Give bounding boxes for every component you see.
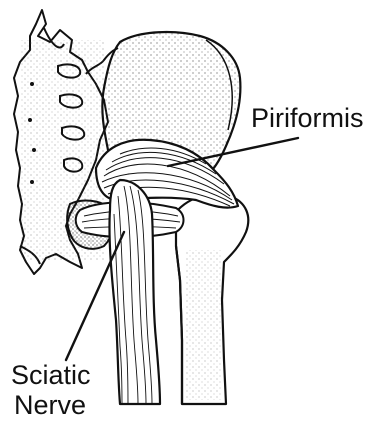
sciatic-nerve-label-line2: Nerve [14,390,86,420]
femur-shading [186,250,222,400]
sciatic-nerve [109,180,160,404]
sciatic-nerve-label-line1: Sciatic [11,360,91,390]
piriformis-label: Piriformis [251,103,364,133]
